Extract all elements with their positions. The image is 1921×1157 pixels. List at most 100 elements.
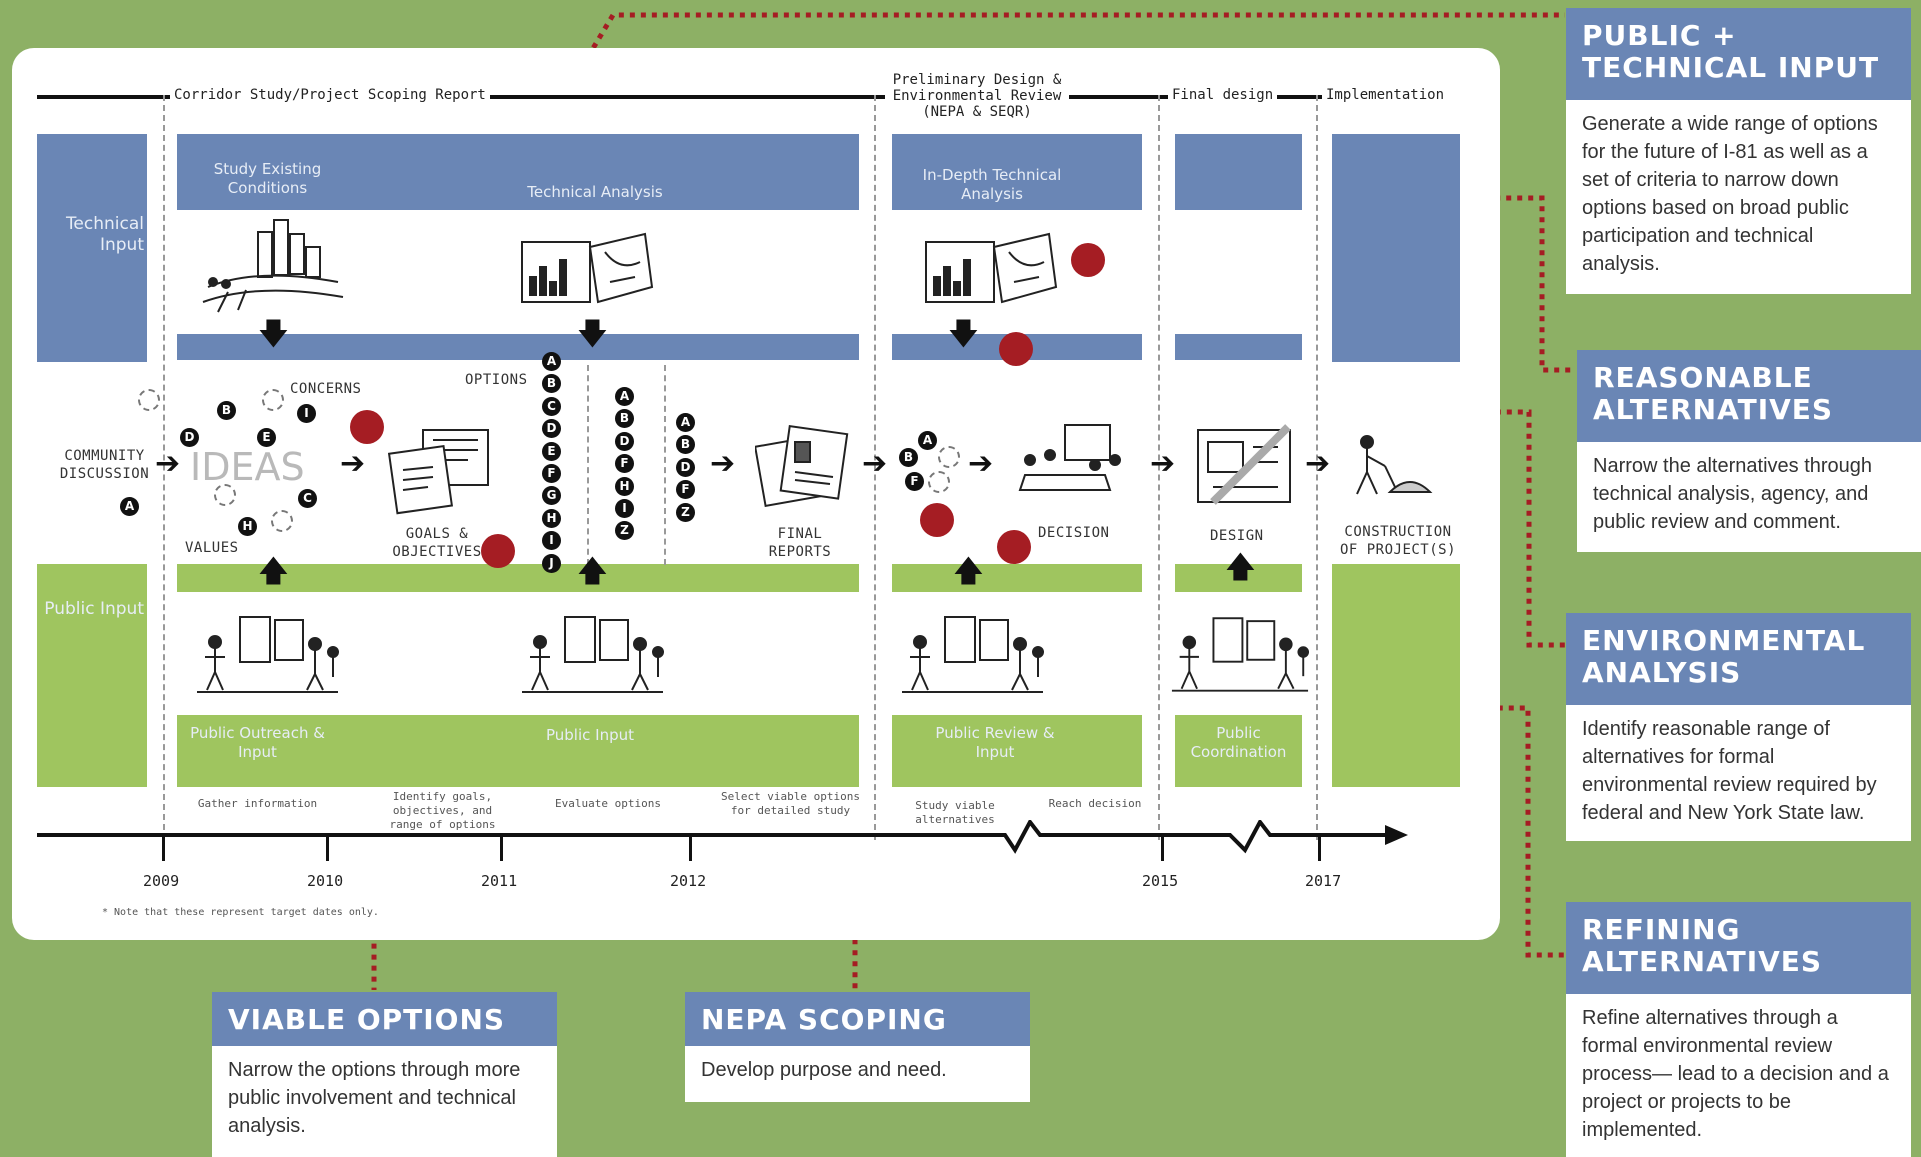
card-body: Refine alternatives through a formal env… — [1582, 1007, 1889, 1141]
step-label: Study viable alternatives — [915, 799, 995, 826]
blueprint-sketch-icon — [1197, 424, 1291, 505]
card-nepa: NEPA SCOPING Develop purpose and need. — [685, 992, 1030, 1102]
empty-idea-circle — [214, 484, 236, 506]
technical-analysis-label: Technical Analysis — [527, 183, 663, 201]
card-body: Develop purpose and need. — [701, 1059, 947, 1081]
design-label: DESIGN — [1210, 528, 1264, 544]
public-input-band — [37, 564, 147, 787]
letter-circle: A — [918, 431, 937, 450]
year-tick — [1318, 835, 1321, 861]
year-tick — [162, 835, 165, 861]
options-divider — [664, 365, 666, 565]
card-refining: REFINING ALTERNATIVES Refine alternative… — [1566, 902, 1911, 1157]
card-body: Generate a wide range of options for the… — [1582, 113, 1878, 275]
year-tick — [326, 835, 329, 861]
decision-label: DECISION — [1038, 525, 1110, 541]
phase-line — [37, 95, 1409, 99]
option-letter-circle: B — [615, 409, 634, 429]
option-letter-circle: G — [542, 486, 561, 506]
arrow-up-icon: 🡅 — [577, 554, 608, 589]
option-letter-circle: D — [615, 431, 634, 451]
option-letter-circle: D — [676, 457, 695, 477]
in-depth-band — [892, 134, 1142, 210]
ideas-label: IDEAS — [190, 445, 305, 489]
year-label: 2015 — [1142, 872, 1179, 890]
people-meeting-icon-3 — [902, 616, 1044, 693]
documents-sketch-icon — [388, 429, 489, 515]
card-public-technical: PUBLIC + TECHNICAL INPUT Generate a wide… — [1566, 8, 1911, 294]
connector-refining — [1011, 545, 1565, 958]
target-dates-note: * Note that these represent target dates… — [102, 907, 379, 918]
empty-option-circle — [928, 471, 950, 493]
chart-map-sketch-icon-2 — [925, 232, 1058, 304]
connector-public-technical — [364, 12, 1565, 427]
reports-sketch-icon — [755, 425, 849, 507]
card-body: Narrow the alternatives through technica… — [1593, 455, 1873, 533]
year-tick — [689, 835, 692, 861]
technical-strip-1 — [177, 334, 859, 360]
card-title: ENVIRONMENTAL ANALYSIS — [1566, 613, 1911, 705]
phase-preliminary: Preliminary Design & Environmental Revie… — [885, 72, 1069, 121]
construction-label: CONSTRUCTION OF PROJECT(S) — [1339, 524, 1457, 559]
empty-option-circle — [938, 446, 960, 468]
card-title: REASONABLE ALTERNATIVES — [1577, 350, 1921, 442]
public-review-label: Public Review & Input — [935, 724, 1055, 761]
step-label: Reach decision — [1048, 797, 1142, 810]
city-sketch-icon — [202, 219, 344, 313]
letter-circle: A — [120, 497, 139, 516]
year-label: 2011 — [481, 872, 518, 890]
card-viable: VIABLE OPTIONS Narrow the options throug… — [212, 992, 557, 1157]
public-coordination-label: Public Coordination — [1190, 724, 1287, 761]
public-outreach-band — [177, 715, 859, 787]
option-letter-circle: F — [676, 480, 695, 500]
implementation-tech-band — [1332, 134, 1460, 362]
red-marker — [350, 410, 384, 444]
in-depth-label: In-Depth Technical Analysis — [922, 166, 1062, 203]
card-body: Identify reasonable range of alternative… — [1582, 718, 1877, 824]
phase-divider — [1316, 95, 1318, 840]
study-existing-label: Study Existing Conditions — [213, 160, 322, 197]
phase-final-design: Final design — [1168, 87, 1278, 104]
card-title: PUBLIC + TECHNICAL INPUT — [1566, 8, 1911, 100]
arrow-down-icon: 🡇 — [948, 317, 979, 352]
public-coordination-band — [1175, 715, 1302, 787]
chart-map-sketch-icon — [521, 232, 654, 304]
goals-label: GOALS & OBJECTIVES — [392, 526, 482, 561]
empty-idea-circle — [262, 389, 284, 411]
red-marker — [481, 534, 515, 568]
option-letter-circle: F — [542, 464, 561, 483]
option-letter-circle: H — [542, 508, 561, 528]
option-letter-circle: Z — [615, 521, 634, 541]
year-label: 2009 — [143, 872, 180, 890]
option-letter-circle: D — [542, 419, 561, 439]
option-letter-circle: A — [615, 387, 634, 406]
phase-divider — [874, 95, 876, 840]
arrow-right-icon: ➔ — [340, 446, 366, 481]
technical-strip-3 — [1175, 334, 1302, 360]
option-letter-circle: F — [615, 454, 634, 474]
card-title: NEPA SCOPING — [685, 992, 1030, 1046]
arrow-right-icon: ➔ — [710, 446, 736, 481]
option-letter-circle: B — [676, 435, 695, 455]
letter-circle: H — [238, 517, 257, 536]
arrow-right-icon: ➔ — [1305, 446, 1331, 481]
option-letter-circle: A — [676, 413, 695, 432]
red-marker — [999, 332, 1033, 366]
letter-circle: B — [899, 448, 918, 467]
letter-circle: D — [180, 428, 199, 447]
step-label: Identify goals, objectives, and range of… — [389, 790, 496, 831]
step-label: Select viable options for detailed study — [720, 790, 861, 817]
letter-circle: I — [297, 404, 316, 423]
concerns-label: CONCERNS — [290, 381, 362, 397]
arrow-up-icon: 🡅 — [258, 554, 289, 589]
option-letter-circle: C — [542, 396, 561, 416]
public-review-band — [892, 715, 1142, 787]
study-existing-band — [177, 134, 859, 210]
option-letter-circle: B — [542, 374, 561, 394]
option-letter-circle: Z — [676, 502, 695, 522]
step-label: Gather information — [197, 797, 318, 810]
year-label: 2010 — [307, 872, 344, 890]
option-letter-circle: J — [542, 553, 561, 573]
final-design-band — [1175, 134, 1302, 210]
step-label: Evaluate options — [555, 797, 661, 810]
